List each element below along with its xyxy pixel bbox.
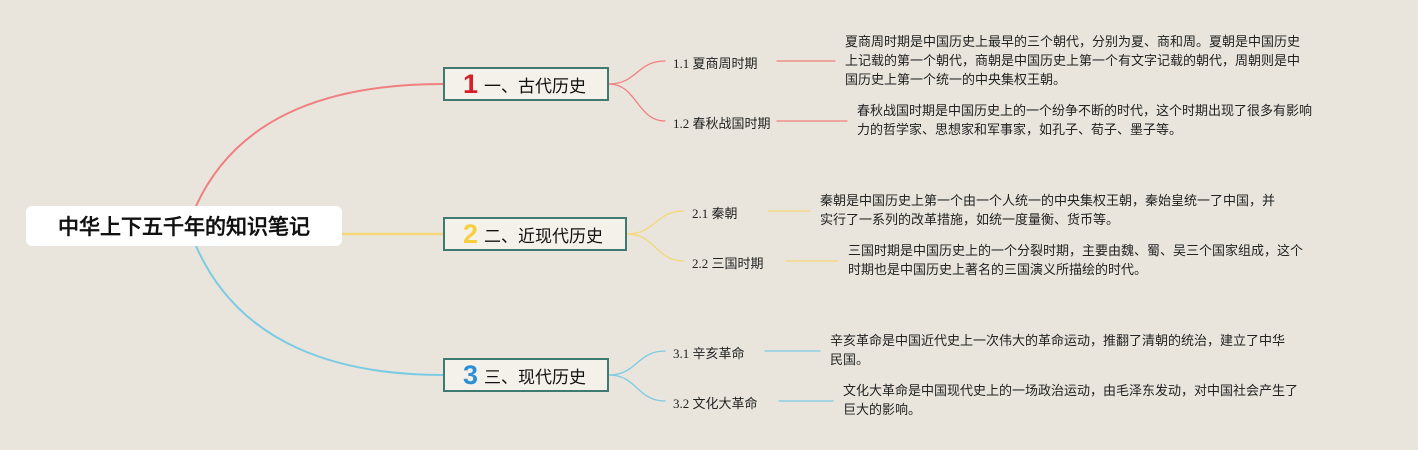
subtopic-code: 2.1	[692, 206, 709, 221]
branch-number: 1	[463, 68, 479, 99]
branch-contemporary-history[interactable]: 3 三、现代历史	[443, 358, 609, 392]
edge-root-branch-3	[195, 245, 444, 376]
subtopic-label: 文化大革命	[692, 397, 758, 412]
branch-label: 二、近现代历史	[484, 226, 604, 247]
edge-root-branch-1	[195, 83, 444, 207]
subtopic-code: 3.1	[673, 346, 690, 361]
subtopic-label: 春秋战国时期	[692, 117, 771, 132]
branch-label: 三、现代历史	[484, 367, 587, 388]
subtopic-code: 2.2	[692, 256, 709, 271]
description-line: 国历史上第一个统一的中央集权王朝。	[845, 73, 1067, 88]
edge-branch-3-sub-1	[608, 350, 666, 376]
edge-branch-3-sub-2	[608, 374, 666, 402]
edge-branch-1-sub-1	[608, 60, 666, 85]
description-line: 夏商周时期是中国历史上最早的三个朝代，分别为夏、商和周。夏朝是中国历史	[845, 35, 1301, 50]
subtopic-xinhai-revolution[interactable]: 3.1 辛亥革命	[673, 343, 745, 362]
subtopic-label: 秦朝	[711, 207, 738, 222]
subtopic-qin[interactable]: 2.1 秦朝	[692, 203, 738, 222]
edge-branch-2-sub-1	[626, 210, 685, 235]
branch-label: 一、古代历史	[484, 76, 587, 97]
branch-number: 2	[463, 218, 479, 249]
description-line: 三国时期是中国历史上的一个分裂时期，主要由魏、蜀、吴三个国家组成，这个	[848, 244, 1304, 259]
description-three-kingdoms: 三国时期是中国历史上的一个分裂时期，主要由魏、蜀、吴三个国家组成，这个 时期也是…	[848, 242, 1303, 280]
description-line: 秦朝是中国历史上第一个由一个人统一的中央集权王朝，秦始皇统一了中国，并	[820, 194, 1276, 209]
subtopic-code: 1.2	[673, 116, 690, 131]
description-qin: 秦朝是中国历史上第一个由一个人统一的中央集权王朝，秦始皇统一了中国，并 实行了一…	[820, 192, 1275, 230]
subtopic-label: 三国时期	[711, 257, 764, 272]
description-xinhai-revolution: 辛亥革命是中国近代史上一次伟大的革命运动，推翻了清朝的统治，建立了中华 民国。	[830, 332, 1285, 370]
subtopic-spring-autumn[interactable]: 1.2 春秋战国时期	[673, 113, 771, 132]
description-spring-autumn: 春秋战国时期是中国历史上的一个纷争不断的时代，这个时期出现了很多有影响 力的哲学…	[857, 102, 1312, 140]
edge-branch-1-sub-2	[608, 83, 666, 122]
description-line: 力的哲学家、思想家和军事家，如孔子、荀子、墨子等。	[857, 123, 1183, 138]
description-line: 文化大革命是中国现代史上的一场政治运动，由毛泽东发动，对中国社会产生了	[843, 384, 1299, 399]
description-xia-shang-zhou: 夏商周时期是中国历史上最早的三个朝代，分别为夏、商和周。夏朝是中国历史 上记载的…	[845, 33, 1300, 90]
description-line: 辛亥革命是中国近代史上一次伟大的革命运动，推翻了清朝的统治，建立了中华	[830, 334, 1286, 349]
description-line: 实行了一系列的改革措施，如统一度量衡、货币等。	[820, 213, 1120, 228]
subtopic-label: 夏商周时期	[692, 57, 758, 72]
subtopic-cultural-revolution[interactable]: 3.2 文化大革命	[673, 393, 758, 412]
branch-modern-history[interactable]: 2 二、近现代历史	[443, 217, 627, 251]
branch-ancient-history[interactable]: 1 一、古代历史	[443, 67, 609, 101]
root-topic[interactable]: 中华上下五千年的知识笔记	[26, 206, 342, 246]
root-title: 中华上下五千年的知识笔记	[58, 215, 310, 239]
subtopic-label: 辛亥革命	[692, 347, 745, 362]
branch-number: 3	[463, 359, 479, 390]
description-line: 春秋战国时期是中国历史上的一个纷争不断的时代，这个时期出现了很多有影响	[857, 104, 1313, 119]
subtopic-three-kingdoms[interactable]: 2.2 三国时期	[692, 253, 764, 272]
subtopic-code: 1.1	[673, 56, 690, 71]
subtopic-code: 3.2	[673, 396, 690, 411]
description-line: 民国。	[830, 353, 870, 368]
edge-branch-2-sub-2	[626, 233, 685, 262]
description-line: 上记载的第一个朝代，商朝是中国历史上第一个有文字记载的朝代，周朝则是中	[845, 54, 1301, 69]
description-line: 巨大的影响。	[843, 403, 922, 418]
description-cultural-revolution: 文化大革命是中国现代史上的一场政治运动，由毛泽东发动，对中国社会产生了 巨大的影…	[843, 382, 1298, 420]
subtopic-xia-shang-zhou[interactable]: 1.1 夏商周时期	[673, 53, 758, 72]
description-line: 时期也是中国历史上著名的三国演义所描绘的时代。	[848, 263, 1148, 278]
